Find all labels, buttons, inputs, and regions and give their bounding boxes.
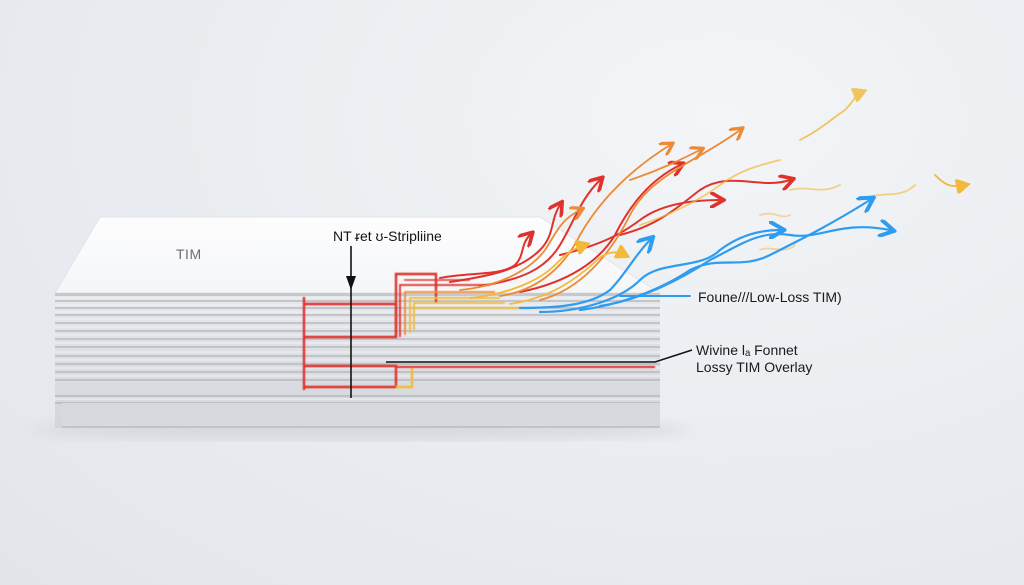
low-loss-tim-label: Foune///Low-Loss TIM) [698, 289, 842, 305]
overlay-label-line-1: Wivine lₐ Fonnet [696, 342, 798, 358]
tim-layer-stack [54, 216, 662, 428]
callout-leaders [346, 246, 693, 398]
stripline-traces [302, 272, 655, 390]
overlay-label-line-2: Lossy TIM Overlay [696, 359, 813, 375]
overlay-leader-line [386, 349, 693, 363]
heat-arrows-orange [459, 130, 740, 301]
heat-arrows-blue [518, 200, 890, 314]
heat-arrows-red [439, 165, 790, 293]
lossy-tim-overlay-label: Wivine lₐ Fonnet Lossy TIM Overlay [696, 342, 812, 376]
stripline-arrowhead-icon [346, 276, 356, 290]
stripline-label: NT ᵲet ʊ-Stripliine [333, 228, 442, 244]
tim-stack-label: TIM [176, 246, 202, 262]
